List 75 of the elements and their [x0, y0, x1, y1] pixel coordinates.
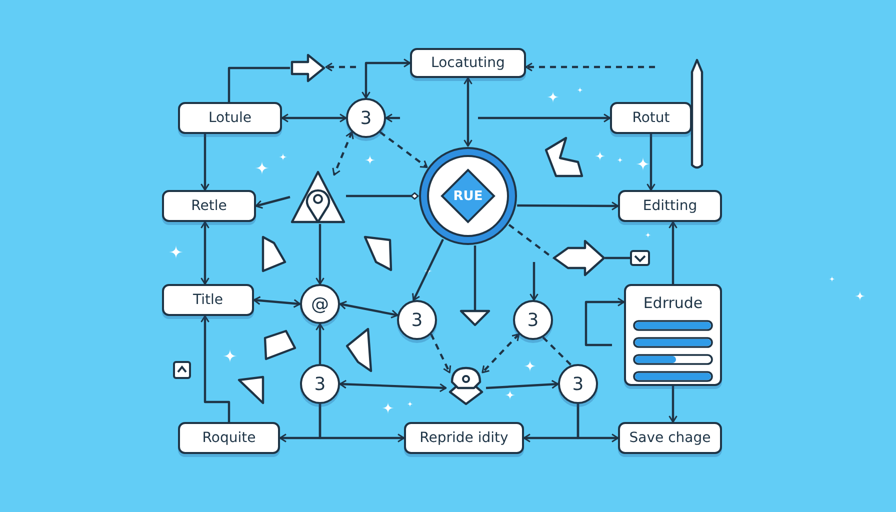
node-label: Retle	[191, 198, 227, 214]
step-circle	[397, 300, 437, 340]
node-label: 3	[572, 374, 584, 394]
node-label: Lotule	[208, 110, 252, 126]
node-label: Title	[192, 292, 223, 308]
arrow	[464, 77, 472, 147]
step-circle	[513, 300, 553, 340]
pin-triangle	[290, 170, 346, 224]
step-circle	[346, 98, 386, 138]
node-label: Repride idity	[420, 430, 508, 446]
arrow	[281, 114, 347, 122]
node-label: Save chage	[629, 430, 711, 446]
arrow	[478, 114, 611, 122]
arrow	[339, 300, 398, 318]
form-card	[624, 284, 722, 386]
arrow-shape	[553, 240, 605, 276]
arrow	[576, 404, 619, 442]
arrow	[412, 238, 444, 302]
node-label: 3	[527, 310, 539, 330]
arrow	[316, 224, 324, 285]
triangle-shape	[460, 310, 490, 326]
arrow	[379, 131, 428, 168]
arrow	[255, 196, 290, 209]
arrow	[253, 296, 301, 308]
arrow	[517, 201, 619, 210]
triangle-shape	[346, 328, 372, 372]
step-circle	[558, 364, 598, 404]
process-box	[178, 102, 282, 134]
node-label: 3	[314, 374, 326, 394]
node-label: Editting	[642, 198, 698, 214]
triangle-shape	[364, 236, 392, 272]
arrow	[668, 386, 678, 423]
node-label: 3	[411, 310, 423, 330]
arrow	[430, 334, 452, 374]
arrow	[482, 333, 520, 374]
step-circle	[300, 284, 340, 324]
arrow	[584, 298, 625, 346]
arrow	[668, 221, 678, 284]
process-box	[410, 48, 526, 78]
arrow	[200, 221, 210, 285]
process-box	[618, 190, 722, 222]
node-label: Roquite	[202, 430, 256, 446]
arrow	[362, 58, 411, 99]
process-box	[178, 422, 280, 454]
process-box	[162, 284, 254, 316]
step-circle	[300, 364, 340, 404]
arrow	[200, 134, 210, 191]
node-label: RUE	[453, 188, 483, 204]
process-box	[404, 422, 524, 454]
node-label: Edrrude	[643, 294, 703, 312]
process-box	[610, 102, 692, 134]
arrow	[325, 62, 356, 72]
dropdown-icon	[630, 250, 650, 266]
arrow	[530, 262, 538, 301]
arrow	[525, 62, 655, 72]
arrow	[486, 380, 559, 390]
process-box	[162, 190, 256, 222]
triangle-shape	[238, 376, 264, 404]
arrow	[385, 114, 400, 122]
arrow	[200, 315, 230, 422]
node-label: Rotut	[632, 110, 670, 126]
arrow	[646, 134, 656, 191]
arrow-shape	[290, 54, 326, 82]
process-box	[618, 422, 722, 454]
arrow	[318, 404, 405, 442]
arrow	[332, 131, 354, 176]
node-label: 3	[360, 108, 372, 128]
triangle-shape	[264, 330, 296, 360]
arrow	[316, 323, 324, 364]
hub-circle	[418, 146, 518, 246]
triangle-shape	[262, 236, 286, 272]
node-label: Locatuting	[431, 55, 505, 71]
node-label: @	[311, 294, 329, 314]
arrow	[339, 380, 447, 392]
diamond-shape	[446, 364, 486, 404]
